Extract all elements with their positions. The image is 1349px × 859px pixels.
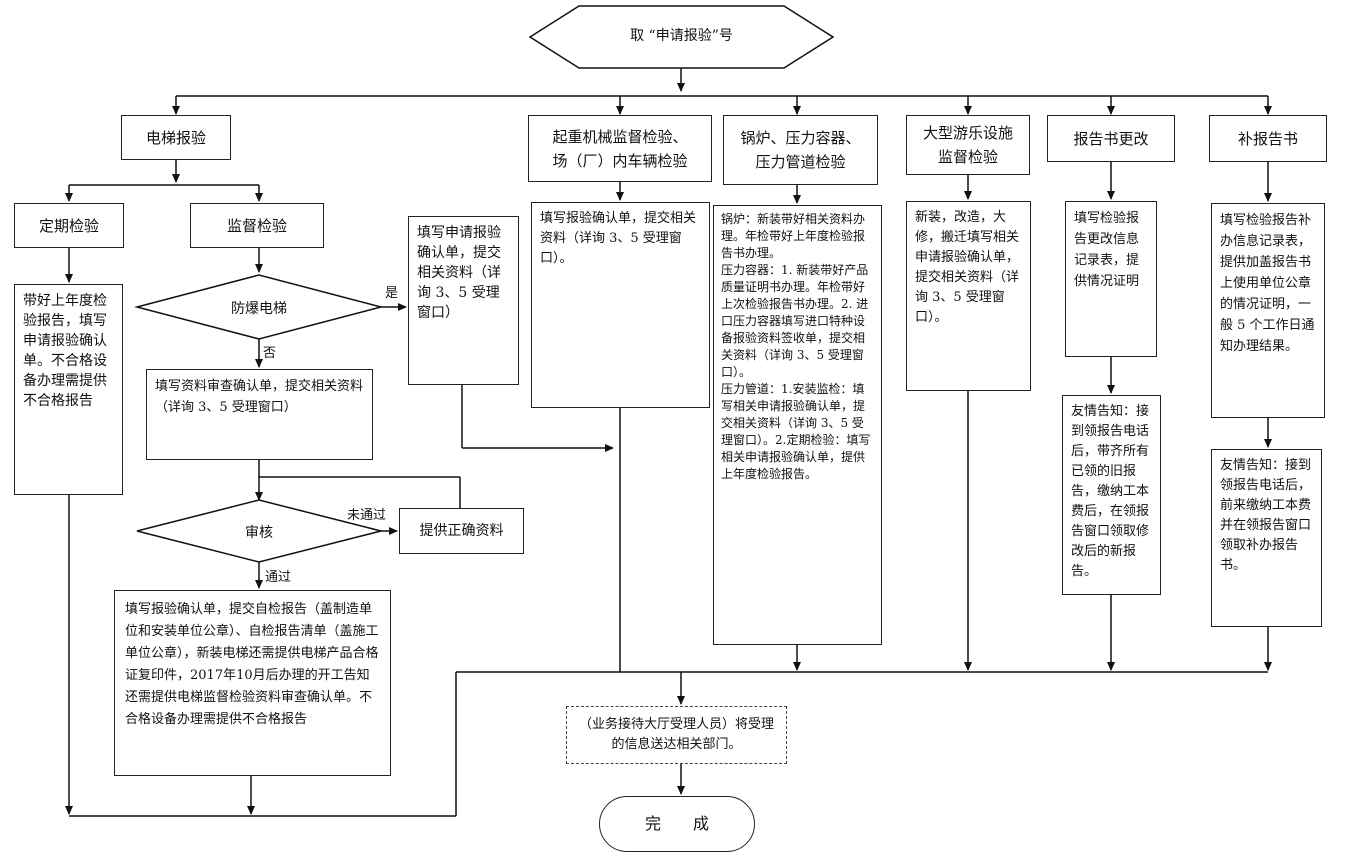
crane-steps: 填写报验确认单，提交相关资料（详询 3、5 受理窗口）。 [531, 202, 710, 408]
explosion-proof-steps: 填写申请报验确认单，提交相关资料（详询 3、5 受理窗口） [408, 216, 519, 385]
start-label: 取 “申请报验”号 [630, 28, 733, 44]
category-amusement: 大型游乐设施 监督检验 [906, 115, 1030, 175]
amusement-steps: 新装，改造，大修，搬迁填写相关申请报验确认单，提交相关资料（详询 3、5 受理窗… [906, 201, 1031, 391]
change-notice: 友情告知：接到领报告电话后，带齐所有已领的旧报告，缴纳工本费后，在领报告窗口领取… [1062, 395, 1161, 595]
finish-terminal: 完 成 [599, 796, 755, 852]
passed-label: 通过 [265, 570, 292, 585]
reissue-steps: 填写检验报告补办信息记录表，提供加盖报告书上使用单位公章的情况证明，一般 5 个… [1211, 203, 1325, 418]
supervision-inspection: 监督检验 [190, 203, 324, 248]
provide-correct-materials: 提供正确资料 [399, 508, 524, 554]
category-elevator: 电梯报验 [121, 115, 231, 160]
elevator-final-steps: 填写报验确认单，提交自检报告（盖制造单位和安装单位公章）、自检报告清单（盖施工单… [114, 590, 391, 776]
review-form-steps: 填写资料审查确认单，提交相关资料（详询 3、5 受理窗口） [146, 369, 373, 460]
not-passed-label: 未通过 [347, 508, 387, 523]
periodic-inspection: 定期检验 [14, 203, 124, 248]
explosion-proof-label: 防爆电梯 [231, 301, 287, 317]
periodic-steps: 带好上年度检验报告，填写申请报验确认单。不合格设备办理需提供不合格报告 [14, 284, 123, 495]
category-crane: 起重机械监督检验、 场（厂）内车辆检验 [528, 115, 712, 182]
handover-note: （业务接待大厅受理人员）将受理的信息送达相关部门。 [566, 706, 787, 764]
start-shape [528, 5, 835, 69]
category-boiler: 锅炉、压力容器、 压力管道检验 [723, 115, 878, 185]
category-report-reissue: 补报告书 [1209, 115, 1327, 162]
change-steps: 填写检验报告更改信息记录表，提供情况证明 [1065, 201, 1157, 357]
category-report-change: 报告书更改 [1047, 115, 1175, 162]
no-label: 否 [263, 346, 277, 361]
audit-label: 审核 [245, 525, 273, 541]
yes-label: 是 [385, 286, 399, 301]
boiler-steps: 锅炉：新装带好相关资料办理。年检带好上年度检验报告书办理。 压力容器：1. 新装… [713, 205, 882, 645]
reissue-notice: 友情告知：接到领报告电话后，前来缴纳工本费并在领报告窗口领取补办报告书。 [1211, 449, 1322, 627]
